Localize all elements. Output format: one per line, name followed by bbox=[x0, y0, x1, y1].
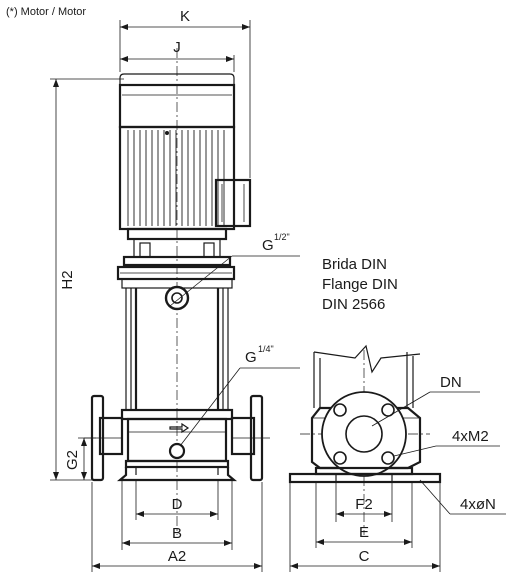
round-flange bbox=[321, 391, 407, 477]
dim-label-a2: A2 bbox=[168, 548, 186, 565]
terminal-box bbox=[214, 178, 252, 228]
dimensions-front: K J H2 G2 D B A2 bbox=[50, 8, 263, 572]
callout-g-quarter-label: G bbox=[245, 349, 257, 366]
dimensions-side: F2 E C bbox=[289, 482, 441, 572]
dim-label-e: E bbox=[359, 524, 369, 541]
dim-label-f2: F2 bbox=[355, 496, 373, 513]
callout-bolts-label: 4xM2 bbox=[452, 428, 489, 445]
flange-note-line-1: Brida DIN bbox=[322, 256, 387, 273]
dim-label-k: K bbox=[180, 8, 190, 25]
callout-bolts: 4xM2 bbox=[393, 428, 500, 457]
callout-holes: 4xøN bbox=[419, 479, 506, 515]
callout-holes-label: 4xøN bbox=[460, 496, 496, 513]
dim-label-j: J bbox=[173, 39, 181, 56]
motor-note: (*) Motor / Motor bbox=[6, 6, 86, 18]
callout-dn: DN bbox=[371, 374, 480, 427]
callout-g-half: G 1/2" bbox=[169, 232, 300, 307]
dim-label-b: B bbox=[172, 525, 182, 542]
pump-front-view bbox=[84, 48, 270, 535]
vent-plug-g-half bbox=[164, 285, 190, 311]
drain-plug-g-quarter bbox=[168, 442, 186, 460]
callout-g-quarter-sup: 1/4" bbox=[258, 344, 274, 354]
dim-label-c: C bbox=[359, 548, 370, 565]
callout-g-quarter: G 1/4" bbox=[179, 344, 300, 447]
callout-dn-label: DN bbox=[440, 374, 462, 391]
side-flanges bbox=[84, 394, 270, 482]
dim-label-d: D bbox=[172, 496, 183, 513]
callout-g-half-label: G bbox=[262, 237, 274, 254]
flange-note-line-2: Flange DIN bbox=[322, 276, 398, 293]
flange-note: Brida DIN Flange DIN DIN 2566 bbox=[322, 256, 398, 313]
flange-note-line-3: DIN 2566 bbox=[322, 296, 385, 313]
dim-label-h2: H2 bbox=[59, 270, 76, 289]
dim-label-g2: G2 bbox=[64, 450, 81, 470]
callout-g-half-sup: 1/2" bbox=[274, 232, 290, 242]
